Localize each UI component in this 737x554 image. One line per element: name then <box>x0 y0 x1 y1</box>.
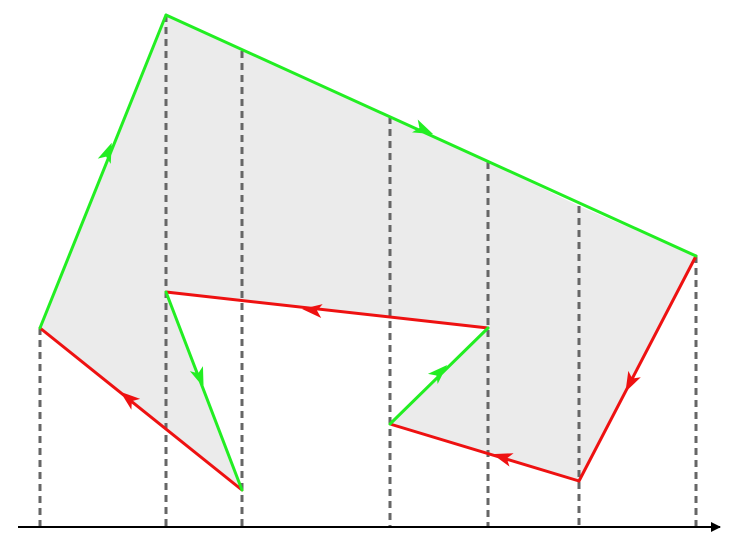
arrow-head-icon <box>412 119 434 135</box>
arrow-head-icon <box>625 370 641 392</box>
green-edge <box>164 13 698 258</box>
arrow-head-icon <box>427 365 448 384</box>
red-edge <box>388 422 581 483</box>
green-edge <box>164 290 244 492</box>
red-edge <box>164 290 490 330</box>
guide-lines <box>38 15 698 527</box>
green-edge <box>38 13 168 330</box>
arrow-head-icon <box>492 453 514 467</box>
arrow-head-icon <box>302 304 323 319</box>
arrow-head-icon <box>120 391 141 410</box>
polygon-fill <box>40 15 696 490</box>
direction-arrows <box>97 119 641 467</box>
red-edge <box>577 254 698 483</box>
arrow-head-icon <box>189 366 204 388</box>
lower-edges <box>38 254 698 492</box>
arrow-head-icon <box>97 142 112 164</box>
red-edge <box>38 326 244 492</box>
